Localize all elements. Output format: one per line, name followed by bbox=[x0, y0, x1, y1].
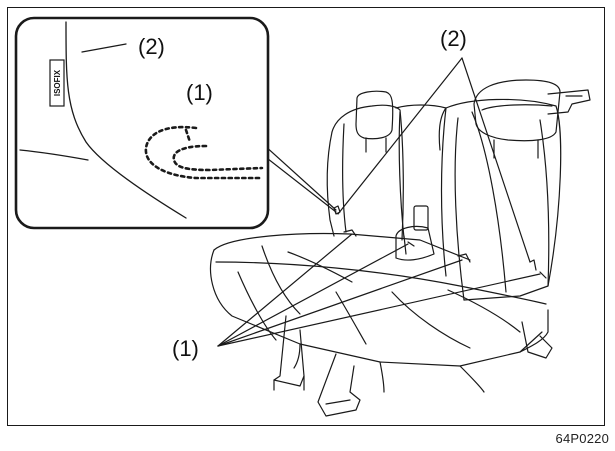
seat-legs bbox=[273, 315, 553, 417]
inset-detail: ISOFIX bbox=[14, 16, 270, 230]
center-belt-buckle bbox=[395, 225, 435, 261]
right-seatback bbox=[438, 98, 562, 301]
leader-main-label-right bbox=[461, 57, 531, 263]
isofix-tag-text: ISOFIX bbox=[53, 69, 62, 96]
main-label-callout: (2) bbox=[440, 26, 467, 51]
isofix-tag bbox=[49, 59, 65, 107]
seat-cushion bbox=[210, 232, 549, 393]
leader-main-anchor bbox=[217, 233, 541, 347]
main-anchor-callout: (1) bbox=[172, 336, 199, 361]
rear-shelf bbox=[547, 89, 591, 115]
left-seatback bbox=[326, 104, 404, 241]
left-headrest bbox=[355, 90, 394, 153]
inset-anchor-callout: (1) bbox=[186, 80, 213, 105]
leader-main-label-left bbox=[337, 57, 463, 215]
inset-label-callout: (2) bbox=[138, 34, 165, 59]
hidden-anchor-dashed bbox=[144, 125, 264, 180]
right-headrest bbox=[473, 79, 561, 159]
figure-code: 64P0220 bbox=[555, 431, 609, 446]
